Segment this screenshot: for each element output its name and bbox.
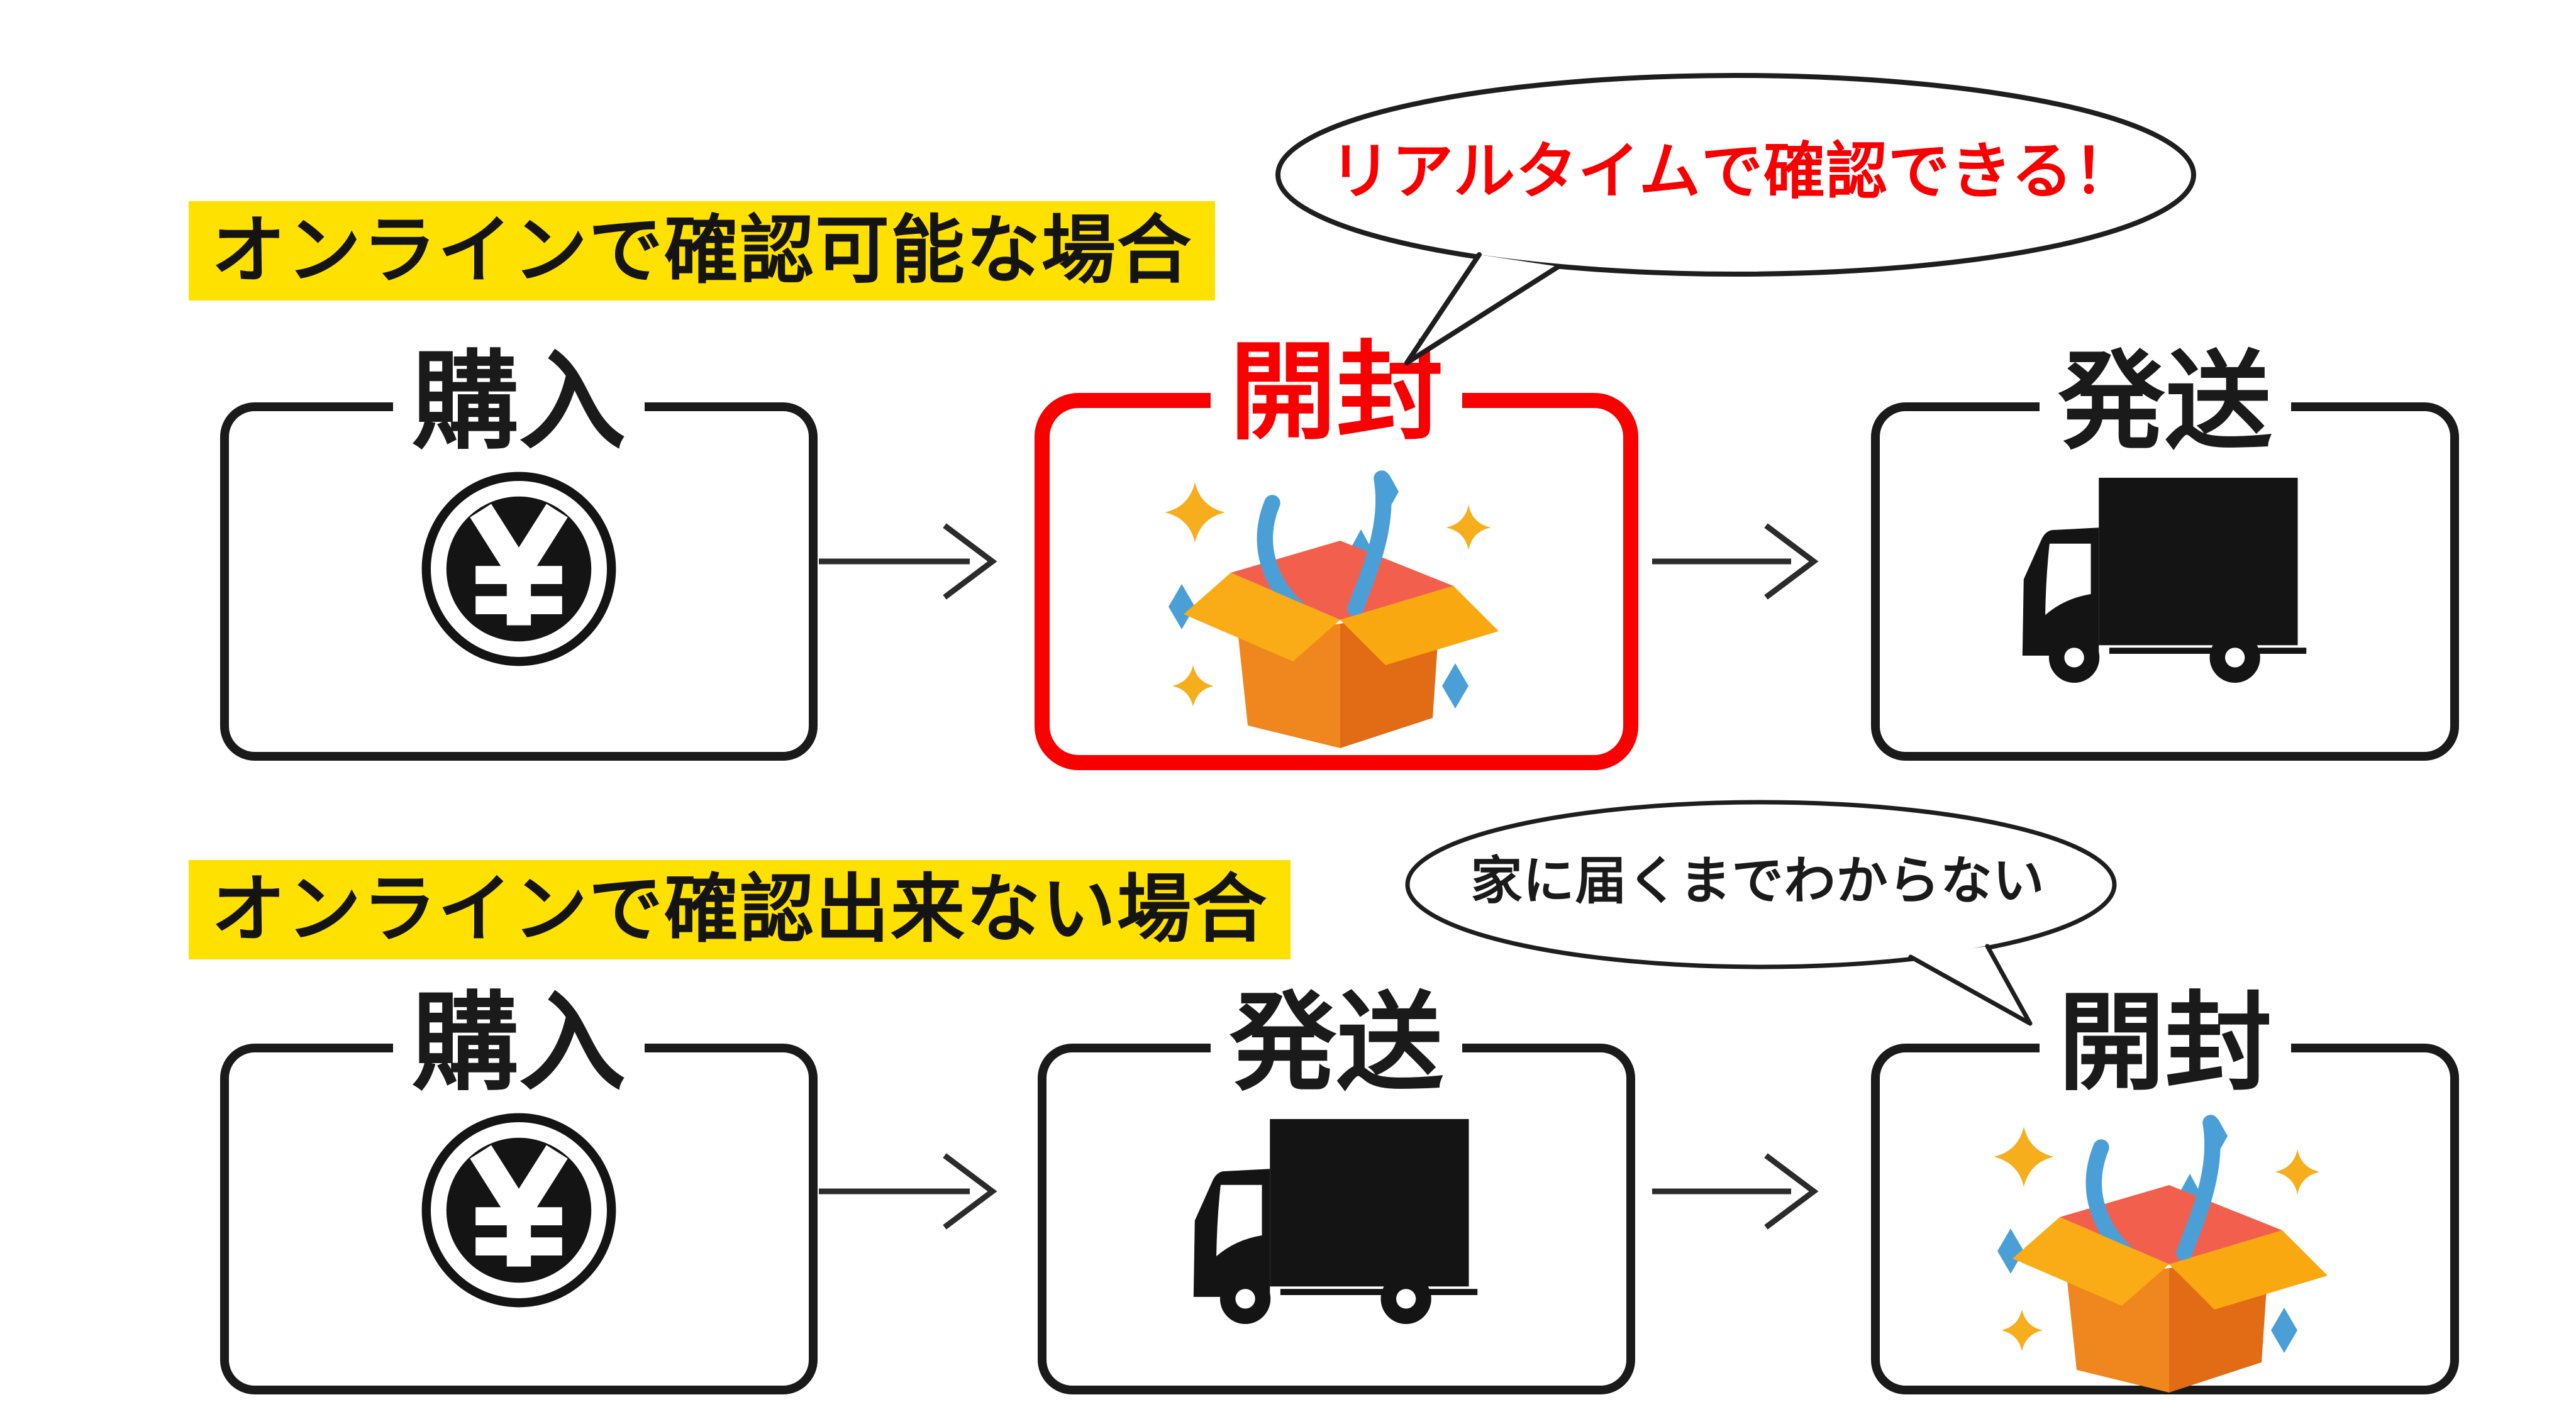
section-1-label: オンラインで確認可能な場合: [189, 201, 1216, 301]
surprise-box-icon: [1165, 470, 1499, 748]
truck-icon: [2022, 477, 2306, 683]
flow-step: 購入: [220, 327, 818, 761]
flow-step: 購入: [220, 968, 818, 1394]
yen-coin-icon: [421, 472, 616, 666]
flow-step: 開封: [1035, 317, 1638, 770]
arrow-right-icon: [1652, 523, 1819, 600]
step-title: 発送: [1210, 988, 1463, 1100]
arrow-right-icon: [819, 1153, 997, 1230]
arrow-right-icon: [1652, 1153, 1819, 1230]
step-title: 開封: [1210, 337, 1463, 449]
step-title: 購入: [392, 346, 645, 458]
step-title: 開封: [2039, 988, 2291, 1100]
bubble-text: 家に届くまでわからない: [1470, 852, 2045, 910]
step-title: 購入: [392, 988, 645, 1100]
sparkle-icon: [1165, 482, 1491, 707]
truck-icon: [1193, 1118, 1478, 1325]
step-title: 発送: [2039, 346, 2291, 458]
flow-step: 開封: [1871, 968, 2459, 1394]
section-2-label: オンラインで確認出来ない場合: [189, 860, 1291, 959]
confetti-diamond-icon: [1997, 1119, 2297, 1353]
yen-coin-icon: [421, 1113, 616, 1308]
flow-step: 発送: [1871, 327, 2459, 761]
flow-step: 発送: [1038, 968, 1635, 1394]
surprise-box-icon: [1993, 1115, 2328, 1393]
arrow-right-icon: [819, 523, 997, 600]
sparkle-icon: [1993, 1127, 2320, 1351]
bubble-text: リアルタイムで確認できる！: [1329, 136, 2136, 206]
